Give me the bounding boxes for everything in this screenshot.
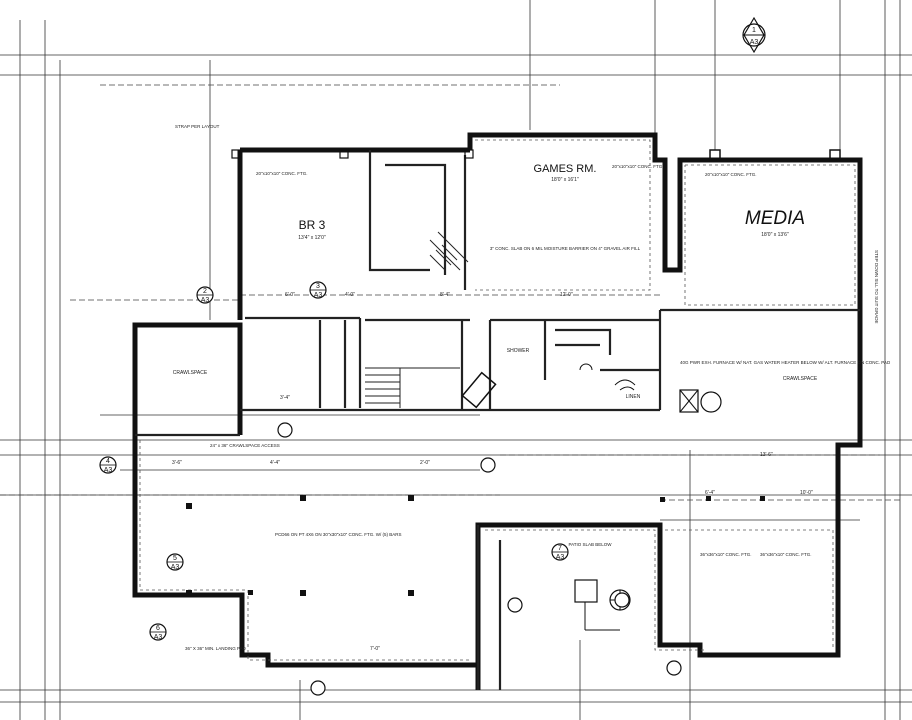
post-footings	[186, 149, 841, 596]
callout-3-sub: A3	[314, 292, 323, 299]
dim-label: 4'-0"	[345, 292, 355, 298]
callout-6-label: 6	[156, 625, 160, 632]
games-room-size: 18'0" x 16'1"	[551, 177, 579, 183]
linen-label: LINEN	[626, 394, 641, 400]
dim-label: 8'-4"	[440, 292, 450, 298]
dim-label: 10'-0"	[800, 490, 813, 496]
callout-bubble-4[interactable]: 4 A3	[99, 456, 117, 474]
crawlspace-access-note: 24" x 36" CRAWLSPACE ACCESS	[210, 443, 280, 448]
foundation-walls	[132, 132, 863, 690]
callout-3-label: 3	[316, 283, 320, 290]
callout-7-sub: A3	[556, 554, 565, 561]
dim-label: 13'-6"	[760, 452, 773, 458]
step-down-note: STEP DOWN SILL TO SUIT GRADE	[874, 250, 879, 324]
dim-label: 6'-0"	[285, 292, 295, 298]
media-room-size: 18'0" x 13'6"	[761, 232, 789, 238]
dim-label: 6'-4"	[705, 490, 715, 496]
fixtures	[574, 363, 722, 631]
games-floor-note: 3" CONC. SLAB ON 6 MIL MOISTURE BARRIER …	[490, 246, 641, 251]
media-room-name: MEDIA	[745, 208, 805, 229]
dim-label: 7'-0"	[370, 646, 380, 652]
callout-4-sub: A3	[104, 467, 113, 474]
callout-7-label: 7	[558, 545, 562, 552]
construction-notes: 3" CONC. SLAB ON 6 MIL MOISTURE BARRIER …	[175, 124, 891, 651]
callout-5-sub: A3	[171, 564, 180, 571]
crawlspace-left-label: CRAWLSPACE	[173, 370, 208, 376]
callout-bubble-5[interactable]: 5 A3	[166, 553, 184, 571]
callout-2-sub: A3	[201, 297, 210, 304]
callout-bubble-1[interactable]: 1 A3	[742, 16, 766, 54]
games-room-name: GAMES RM.	[534, 163, 597, 175]
conc-ftg-2: 36"x36"x10" CONC. FTG.	[760, 552, 812, 557]
crawlspace-right-label: CRAWLSPACE	[783, 376, 818, 382]
patio-note: PATIO SLAB BELOW	[568, 542, 612, 547]
callout-5-label: 5	[173, 555, 177, 562]
dim-label: 3'-6"	[172, 460, 182, 466]
strap-note: STRAP PER LAYOUT	[175, 124, 220, 129]
section-callouts: 1 A3 2 A3 3 A3 4 A3 5 A3	[99, 16, 766, 696]
dim-label: 12'-0"	[560, 292, 573, 298]
conc-ftg-1: 36"x36"x10" CONC. FTG.	[700, 552, 752, 557]
callout-1-sub: A3	[750, 39, 759, 46]
dim-label: 2'-0"	[420, 460, 430, 466]
games-ftg-note: 20"x10"x10" CONC. FTG.	[612, 164, 664, 169]
callout-bubble-3[interactable]: 3 A3	[309, 281, 327, 299]
dimension-labels: 6'-0" 4'-0" 8'-4" 12'-0" 3'-6" 4'-4" 2'-…	[172, 292, 813, 652]
landing-note: 36" X 36" MIN. LANDING PAD	[185, 646, 247, 651]
footing-left-note: PCD66 ON PT 4X6 ON 30"x30"x10" CONC. FTG…	[275, 532, 402, 537]
callout-bubble-2[interactable]: 2 A3	[196, 286, 214, 304]
dim-label: 3'-4"	[280, 395, 290, 401]
callout-bubble-7[interactable]: 7 A3	[551, 543, 569, 561]
callout-bubble-6[interactable]: 6 A3	[149, 623, 167, 641]
callout-4-label: 4	[106, 458, 110, 465]
callout-6-sub: A3	[154, 634, 163, 641]
room-labels: GAMES RM. 18'0" x 16'1" MEDIA 18'0" x 13…	[173, 163, 818, 400]
br3-ftg-note: 20"x10"x10" CONC. FTG.	[256, 171, 308, 176]
callout-2-label: 2	[203, 288, 207, 295]
dim-label: 4'-4"	[270, 460, 280, 466]
callout-1-label: 1	[752, 27, 756, 34]
br3-room-name: BR 3	[299, 218, 326, 232]
media-ftg-note: 20"x10"x10" CONC. FTG.	[705, 172, 757, 177]
stairs	[365, 231, 497, 409]
br3-room-size: 13'4" x 12'0"	[298, 235, 326, 241]
water-heater-note: 40G PWR EXH. FURNACE W/ NAT. GAS WATER H…	[680, 360, 891, 365]
shower-label: SHOWER	[507, 348, 530, 354]
